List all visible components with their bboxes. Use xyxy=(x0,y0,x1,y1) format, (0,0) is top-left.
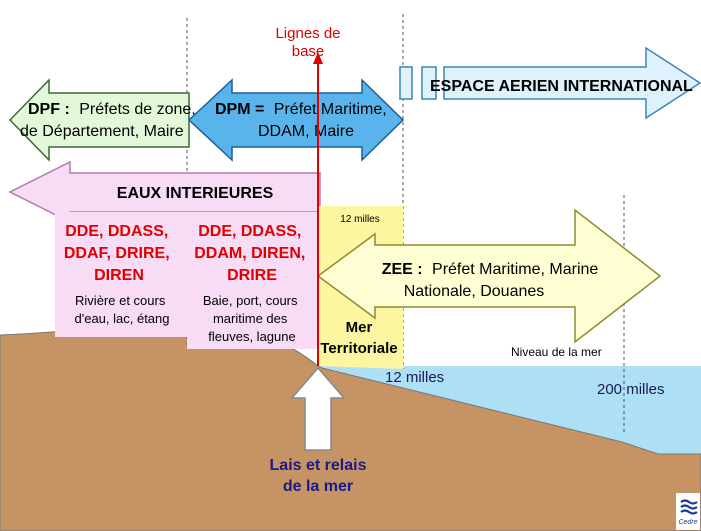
baseline-arrowhead xyxy=(313,52,323,64)
inland-left-authority-line: DIREN xyxy=(94,267,144,284)
airspace-label: ESPACE AERIEN INTERNATIONAL xyxy=(430,78,693,95)
inland-right-description-line: Baie, port, cours xyxy=(203,293,298,308)
foreshore-label-line1: Lais et relais xyxy=(270,457,367,474)
dpf-heading: DPF : xyxy=(28,101,70,118)
inland-left-authorities: DDE, DDASS, DDAF, DRIRE, DIREN xyxy=(64,223,174,284)
cedre-logo-waves-icon xyxy=(680,499,698,515)
inland-right-box xyxy=(187,212,317,349)
inland-right-authorities: DDE, DDASS, DDAM, DIREN, DRIRE xyxy=(194,223,310,284)
dpf-line1-rest: Préfets de zone, xyxy=(79,101,196,118)
eaux-interieures-label: EAUX INTERIEURES xyxy=(117,185,274,202)
dpf-line1: DPF : Préfets de zone, xyxy=(28,101,196,118)
baseline-label-line2: base xyxy=(292,43,325,60)
zee-arrow xyxy=(316,208,662,344)
dpm-line1: DPM = Préfet Maritime, xyxy=(215,101,387,118)
inland-left-authority-line: DDE, DDASS, xyxy=(65,223,168,240)
territorial-sea-label-line1: Mer xyxy=(346,319,373,336)
territorial-sea-label-line2: Territoriale xyxy=(320,340,397,357)
dpm-arrow xyxy=(187,78,405,162)
inland-right-authority-line: DDE, DDASS, xyxy=(198,223,301,240)
inland-left-description-line: d'eau, lac, étang xyxy=(75,311,170,326)
inland-right-authority-line: DDAM, DIREN, xyxy=(194,245,305,262)
distance-200-milles: 200 milles xyxy=(597,381,665,398)
inland-right-description-line: fleuves, lagune xyxy=(208,329,295,344)
cedre-logo: Cedre xyxy=(676,493,700,530)
foreshore-arrow xyxy=(290,366,346,451)
dpf-line2: de Département, Maire xyxy=(20,123,184,140)
sea xyxy=(318,366,701,454)
sea-level-label: Niveau de la mer xyxy=(511,345,602,359)
dpm-heading: DPM = xyxy=(215,101,264,118)
zee-line1-rest: Préfet Maritime, Marine xyxy=(432,261,598,278)
inland-right-authority-line: DRIRE xyxy=(227,267,277,284)
inland-left-authority-line: DDAF, DRIRE, xyxy=(64,245,170,262)
inland-left-box xyxy=(55,212,187,337)
baseline-label-line1: Lignes de xyxy=(275,25,340,42)
zee-line1: ZEE : Préfet Maritime, Marine xyxy=(382,261,599,278)
territorial-sea-width-label: 12 milles xyxy=(340,214,379,225)
cedre-logo-text: Cedre xyxy=(678,519,697,526)
zee-line2: Nationale, Douanes xyxy=(404,283,545,300)
dpm-line1-rest: Préfet Maritime, xyxy=(274,101,387,118)
foreshore-label-line2: de la mer xyxy=(283,478,353,495)
inland-right-description-line: maritime des xyxy=(213,311,288,326)
inland-left-description-line: Rivière et cours xyxy=(75,293,166,308)
inland-right-description: Baie, port, cours maritime des fleuves, … xyxy=(203,293,301,344)
inland-left-description: Rivière et cours d'eau, lac, étang xyxy=(75,293,170,326)
airspace-segment xyxy=(399,66,413,100)
airspace-arrow xyxy=(443,46,701,120)
airspace-segment xyxy=(421,66,437,100)
dpm-line2: DDAM, Maire xyxy=(258,123,354,140)
dpf-arrow xyxy=(8,78,190,162)
distance-12-milles: 12 milles xyxy=(385,369,444,386)
zee-heading: ZEE : xyxy=(382,261,423,278)
